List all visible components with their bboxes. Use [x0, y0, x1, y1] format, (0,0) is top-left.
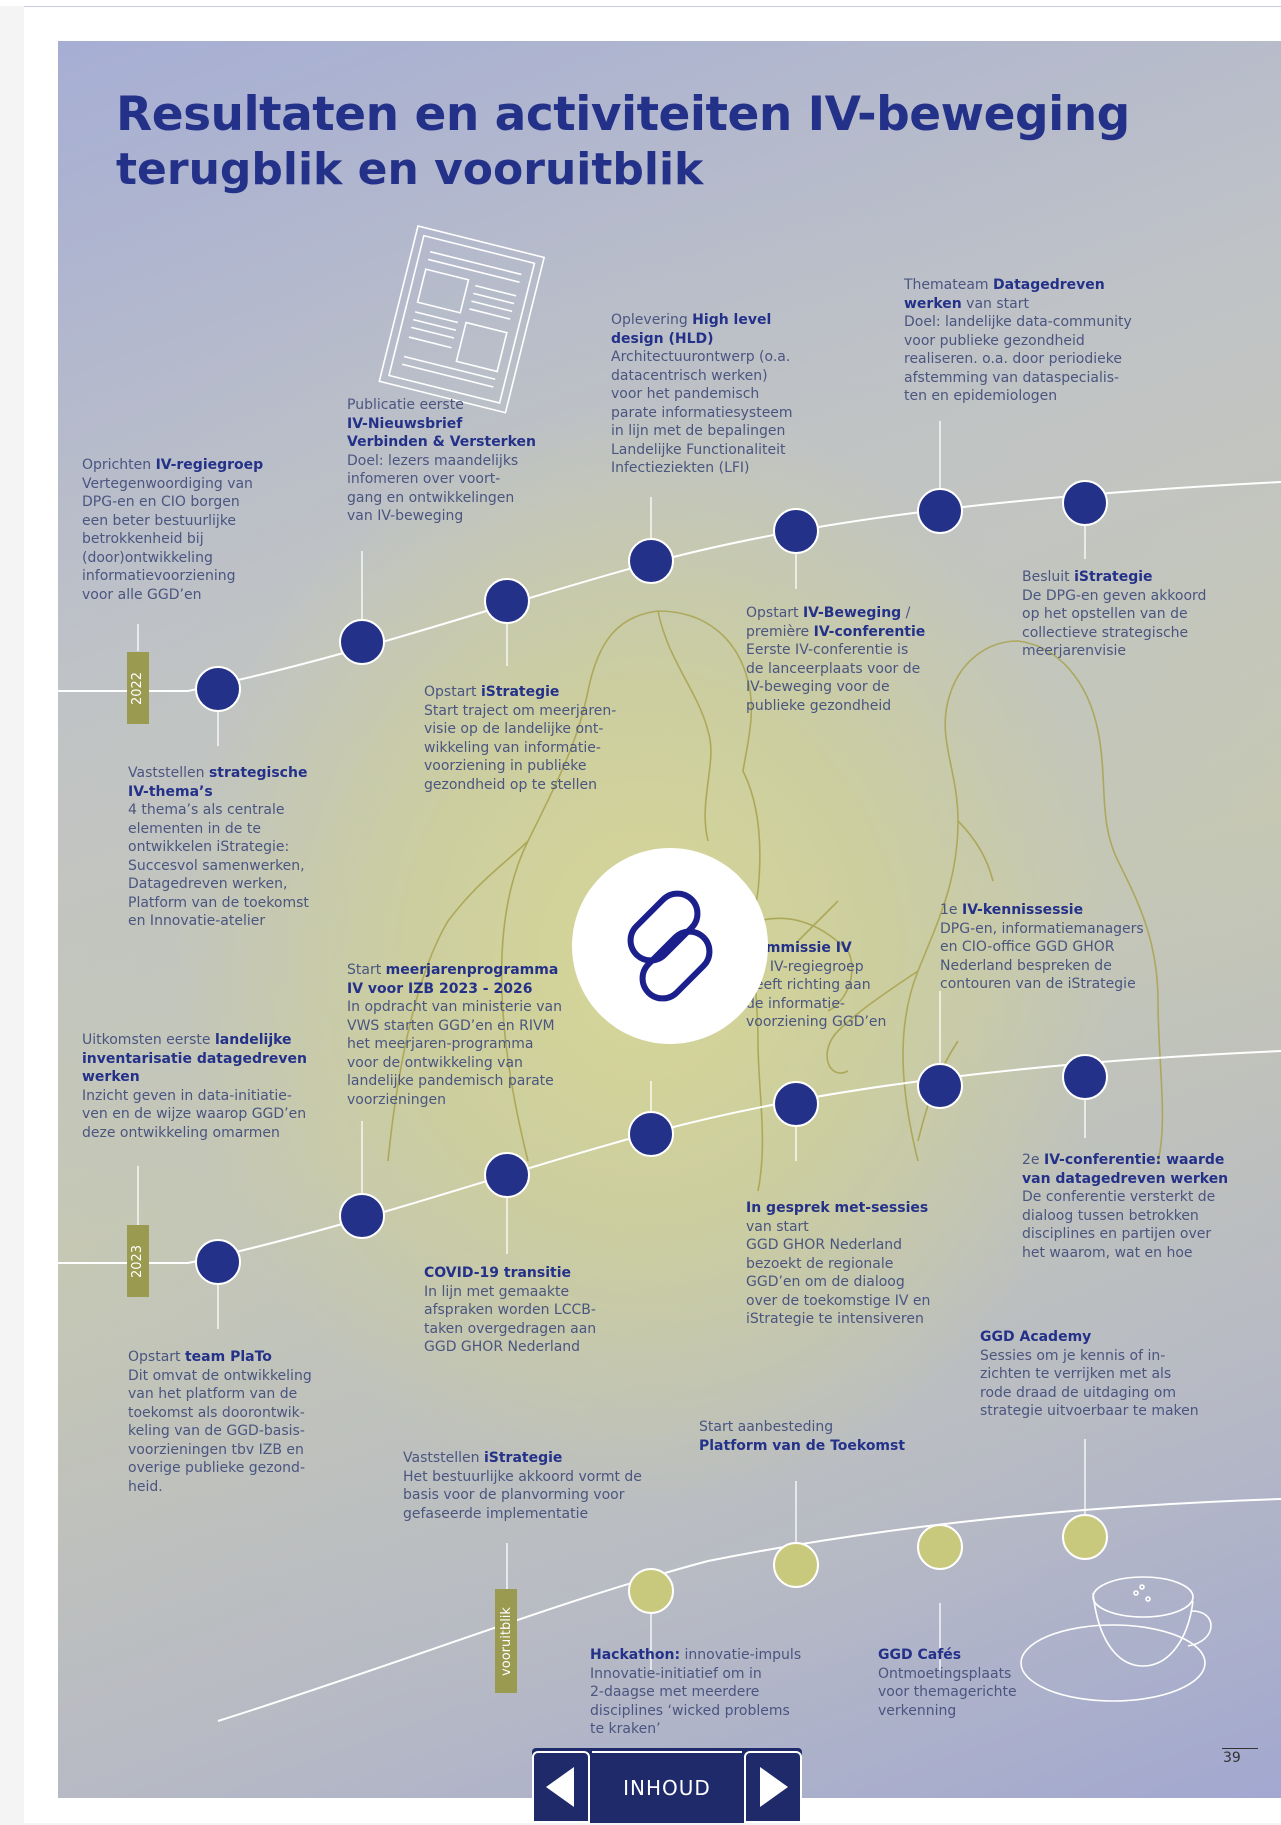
node-opstart-istrategie — [484, 578, 530, 624]
page-title: Resultaten en activiteiten IV-beweging — [116, 87, 1130, 142]
node-inventarisatie — [339, 1193, 385, 1239]
newspaper-icon — [378, 225, 546, 414]
node-aanbesteding — [773, 1542, 819, 1588]
page-subtitle: terugblik en vooruitblik — [116, 144, 704, 195]
node-academy — [1062, 1514, 1108, 1560]
milestone-commissie-iv: Commissie IV De IV-regiegroep geeft rich… — [746, 940, 887, 1030]
page-number: 39 — [1223, 1750, 1241, 1766]
milestone-opstart-istrategie: Opstart iStrategie Start traject om meer… — [424, 684, 617, 793]
top-divider — [24, 6, 1281, 7]
milestone-iv-regiegroep: Oprichten IV-regiegroep Vertegenwoordigi… — [82, 457, 264, 603]
milestone-nieuwsbrief: Publicatie eerste IV-Nieuwsbrief Verbind… — [347, 397, 536, 524]
milestone-inventarisatie: Uitkomsten eerste landelijke inventarisa… — [82, 1032, 307, 1141]
next-page-button[interactable] — [744, 1751, 802, 1823]
node-iv-beweging — [773, 508, 819, 554]
node-hld — [628, 538, 674, 584]
page-navigation: INHOUD — [532, 1748, 802, 1823]
year-future-label: vooruitblik — [495, 1589, 517, 1693]
milestone-meerjarenprogramma: Start meerjarenprogramma IV voor IZB 202… — [347, 962, 562, 1108]
nodes-2023 — [195, 1054, 1108, 1285]
node-meerjarenprogramma — [628, 1111, 674, 1157]
previous-page-button[interactable] — [532, 1751, 590, 1823]
milestone-ggd-academy: GGD Academy Sessies om je kennis of in- … — [980, 1329, 1199, 1419]
milestone-aanbesteding: Start aanbesteding Platform van de Toeko… — [699, 1419, 906, 1454]
milestone-ggd-cafes: GGD Cafés Ontmoetingsplaats voor themage… — [878, 1647, 1017, 1719]
milestone-strategische-thema: Vaststellen strategische IV-thema’s 4 th… — [128, 765, 309, 929]
year-2022-label: 2022 — [127, 652, 149, 724]
timeline-future — [217, 1498, 1281, 1722]
node-in-gesprek — [773, 1081, 819, 1127]
people-illustration — [387, 610, 1164, 1192]
milestone-kennissessie: 1e IV-kennissessie DPG-en, informatieman… — [940, 902, 1144, 992]
milestone-iv-beweging: Opstart IV-Beweging / première IV-confer… — [746, 605, 926, 714]
top-bar — [0, 0, 1281, 6]
node-nieuwsbrief — [339, 619, 385, 665]
node-hackathon — [628, 1568, 674, 1614]
milestone-covid: COVID-19 transitie In lijn met gemaakte … — [424, 1265, 597, 1355]
nodes-2022 — [195, 480, 1108, 712]
node-covid — [484, 1152, 530, 1198]
milestone-datagedreven: Thema­team Datagedreven werken van start… — [904, 277, 1132, 404]
timeline-graphic — [58, 225, 1281, 1722]
contents-button[interactable]: INHOUD — [592, 1751, 742, 1823]
milestone-besluit-istrategie: Besluit iStrategie De DPG-en geven akkoo… — [1022, 569, 1207, 659]
coffee-cup-icon — [1020, 1576, 1212, 1702]
node-iv-regiegroep — [195, 666, 241, 712]
milestone-hackathon: Hackathon: innovatie-impuls Innovatie-in… — [590, 1647, 802, 1737]
year-2023-label: 2023 — [127, 1225, 149, 1297]
link-badge — [572, 848, 768, 1044]
node-conferentie-2 — [1062, 1054, 1108, 1100]
milestone-in-gesprek: In gesprek met-sessies van start GGD GHO… — [746, 1200, 931, 1327]
arrow-left-icon — [546, 1767, 574, 1807]
node-kennissessie — [917, 1063, 963, 1109]
node-cafes — [917, 1524, 963, 1570]
page-number-rule — [1222, 1748, 1258, 1749]
connectors-future — [506, 1439, 1086, 1671]
node-plato — [195, 1239, 241, 1285]
arrow-right-icon — [760, 1767, 788, 1807]
nodes-future — [628, 1514, 1108, 1614]
milestone-conferentie-2: 2e IV-conferentie: waarde van datagedrev… — [1022, 1152, 1229, 1261]
milestone-vaststellen-istrategie: Vaststellen iStrategie Het bestuurlijke … — [403, 1450, 642, 1522]
milestone-hld: Oplevering High level design (HLD) Archi… — [611, 312, 793, 476]
link-icon — [627, 890, 713, 1002]
node-besluit-istrategie — [1062, 480, 1108, 526]
milestone-plato: Opstart team PlaTo Dit omvat de ontwikke… — [128, 1349, 312, 1495]
node-datagedreven — [917, 488, 963, 534]
